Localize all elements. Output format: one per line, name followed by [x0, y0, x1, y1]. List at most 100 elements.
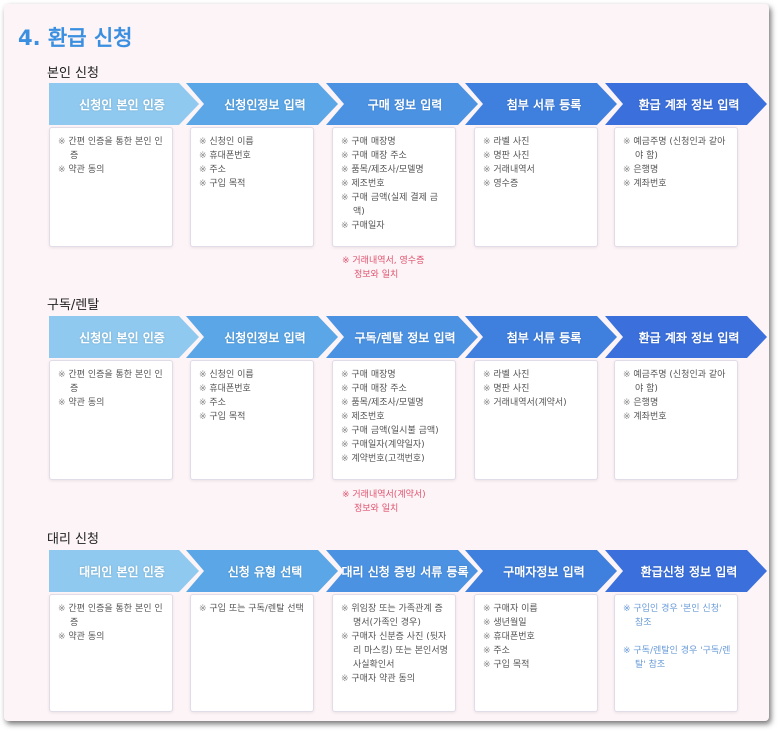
step-arrow: 첨부 서류 등록 [465, 316, 617, 358]
detail-item: 구매자 약관 동의 [341, 672, 449, 686]
note-line: 정보와 일치 [354, 270, 399, 280]
step-label: 신청인 본인 인증 [79, 330, 165, 345]
step-arrow: 신청인 본인 인증 [49, 316, 199, 358]
detail-item: 명판 사진 [483, 382, 591, 396]
detail-item: 신청인 이름 [199, 368, 307, 382]
step-detail-box: 예금주명 (신청인과 같아야 함)은행명계좌번호 [614, 127, 738, 247]
detail-item: 구매 금액(일시불 금액) [341, 424, 449, 438]
section-title: 구독/렌탈 [47, 298, 100, 313]
detail-item: 은행명 [623, 163, 731, 177]
step-detail-box: 간편 인증을 통한 본인 인증약관 동의 [49, 360, 173, 480]
step-detail-box: 구입 또는 구독/렌탈 선택 [190, 594, 314, 712]
note-line: ※ 거래내역서, 영수증 [342, 256, 425, 266]
step-detail-box: 구매 매장명구매 매장 주소품목/제조사/모델명제조번호구매 금액(실제 결제 … [332, 127, 456, 247]
detail-item: 간편 인증을 통한 본인 인증 [58, 368, 166, 396]
step-detail-box: 구매 매장명구매 매장 주소품목/제조사/모델명제조번호구매 금액(일시불 금액… [332, 360, 456, 480]
step-detail-box: 구입인 경우 '본인 신청' 참조구독/렌탈인 경우 '구독/렌탈' 참조 [614, 594, 738, 712]
step-flow: 신청인 본인 인증 신청인정보 입력 구매 정보 입력 첨부 서류 등록 환급 계좌 정… [49, 83, 767, 127]
step-label: 신청 유형 선택 [227, 564, 303, 579]
step-label: 첨부 서류 등록 [506, 330, 582, 345]
step-arrow: 대리 신청 증빙 서류 등록 [326, 550, 478, 592]
step-detail-box: 라벨 사진명판 사진거래내역서(계약서) [474, 360, 598, 480]
detail-item: 구매 매장 주소 [341, 382, 449, 396]
step-arrow: 신청인정보 입력 [186, 83, 338, 125]
step-detail-box: 구매자 이름생년월일휴대폰번호주소구입 목적 [474, 594, 598, 712]
detail-item: 간편 인증을 통한 본인 인증 [58, 602, 166, 630]
detail-item: 약관 동의 [58, 630, 166, 644]
detail-item: 은행명 [623, 396, 731, 410]
step-arrow: 신청 유형 선택 [186, 550, 338, 592]
section-title: 대리 신청 [47, 532, 99, 547]
detail-item: 주소 [199, 163, 307, 177]
step-arrow: 구독/렌탈 정보 입력 [326, 316, 478, 358]
detail-item: 구입인 경우 '본인 신청' 참조 [623, 602, 731, 630]
detail-item: 구독/렌탈인 경우 '구독/렌탈' 참조 [623, 644, 731, 672]
step-label: 환급 계좌 정보 입력 [638, 97, 740, 112]
step-detail-box: 라벨 사진명판 사진거래내역서영수증 [474, 127, 598, 247]
step-flow: 신청인 본인 인증 신청인정보 입력 구독/렌탈 정보 입력 첨부 서류 등록 환급 계… [49, 316, 767, 360]
detail-item: 계좌번호 [623, 177, 731, 191]
step-arrow: 신청인정보 입력 [186, 316, 338, 358]
note-line: 정보와 일치 [354, 504, 399, 514]
step-label: 환급 계좌 정보 입력 [638, 330, 740, 345]
step-detail-box: 위임장 또는 가족관계 증명서(가족인 경우)구매자 신분증 사진 (뒷자리 마… [332, 594, 456, 712]
step-label: 신청인 본인 인증 [79, 97, 165, 112]
detail-item: 구입 목적 [199, 410, 307, 424]
step-detail-box: 신청인 이름휴대폰번호주소구입 목적 [190, 127, 314, 247]
detail-item: 라벨 사진 [483, 368, 591, 382]
detail-item: 위임장 또는 가족관계 증명서(가족인 경우) [341, 602, 449, 630]
step-label: 환급신청 정보 입력 [640, 564, 738, 579]
step-arrow: 대리인 본인 인증 [49, 550, 199, 592]
detail-item: 라벨 사진 [483, 135, 591, 149]
detail-item: 구매 매장명 [341, 135, 449, 149]
detail-item: 품목/제조사/모델명 [341, 163, 449, 177]
detail-item: 주소 [199, 396, 307, 410]
step-detail-box: 신청인 이름휴대폰번호주소구입 목적 [190, 360, 314, 480]
detail-item: 제조번호 [341, 177, 449, 191]
detail-item: 품목/제조사/모델명 [341, 396, 449, 410]
detail-item: 휴대폰번호 [199, 149, 307, 163]
detail-item: 구매일자(계약일자) [341, 438, 449, 452]
detail-item: 명판 사진 [483, 149, 591, 163]
detail-item: 예금주명 (신청인과 같아야 함) [623, 368, 731, 396]
step-label: 대리인 본인 인증 [79, 564, 165, 579]
detail-item: 예금주명 (신청인과 같아야 함) [623, 135, 731, 163]
detail-item: 구매 매장 주소 [341, 149, 449, 163]
detail-item: 주소 [483, 644, 591, 658]
step-arrow: 환급 계좌 정보 입력 [605, 83, 767, 125]
detail-item: 약관 동의 [58, 163, 166, 177]
detail-item: 거래내역서 [483, 163, 591, 177]
detail-item: 구매 금액(실제 결제 금액) [341, 191, 449, 219]
detail-item: 신청인 이름 [199, 135, 307, 149]
step-label: 첨부 서류 등록 [506, 97, 582, 112]
step-arrow: 환급 계좌 정보 입력 [605, 316, 767, 358]
detail-item: 제조번호 [341, 410, 449, 424]
note-line: ※ 거래내역서(계약서) [342, 490, 426, 500]
step-arrow: 첨부 서류 등록 [465, 83, 617, 125]
match-note: ※ 거래내역서(계약서) 정보와 일치 [342, 488, 426, 516]
detail-item: 구입 또는 구독/렌탈 선택 [199, 602, 307, 616]
detail-item: 구입 목적 [483, 658, 591, 672]
section-title: 본인 신청 [47, 66, 99, 81]
detail-item: 영수증 [483, 177, 591, 191]
detail-item: 생년월일 [483, 616, 591, 630]
step-arrow: 신청인 본인 인증 [49, 83, 199, 125]
detail-item: 거래내역서(계약서) [483, 396, 591, 410]
step-label: 구독/렌탈 정보 입력 [354, 330, 456, 345]
step-detail-box: 간편 인증을 통한 본인 인증약관 동의 [49, 127, 173, 247]
detail-item: 계좌번호 [623, 410, 731, 424]
detail-item: 구매자 이름 [483, 602, 591, 616]
detail-item: 휴대폰번호 [199, 382, 307, 396]
detail-item: 구입 목적 [199, 177, 307, 191]
step-label: 신청인정보 입력 [224, 97, 306, 112]
detail-item: 간편 인증을 통한 본인 인증 [58, 135, 166, 163]
step-arrow: 환급신청 정보 입력 [605, 550, 767, 592]
detail-item: 구매일자 [341, 219, 449, 233]
detail-item: 휴대폰번호 [483, 630, 591, 644]
step-detail-box: 예금주명 (신청인과 같아야 함)은행명계좌번호 [614, 360, 738, 480]
detail-item: 약관 동의 [58, 396, 166, 410]
step-arrow: 구매자정보 입력 [465, 550, 617, 592]
step-label: 구매 정보 입력 [367, 97, 443, 112]
